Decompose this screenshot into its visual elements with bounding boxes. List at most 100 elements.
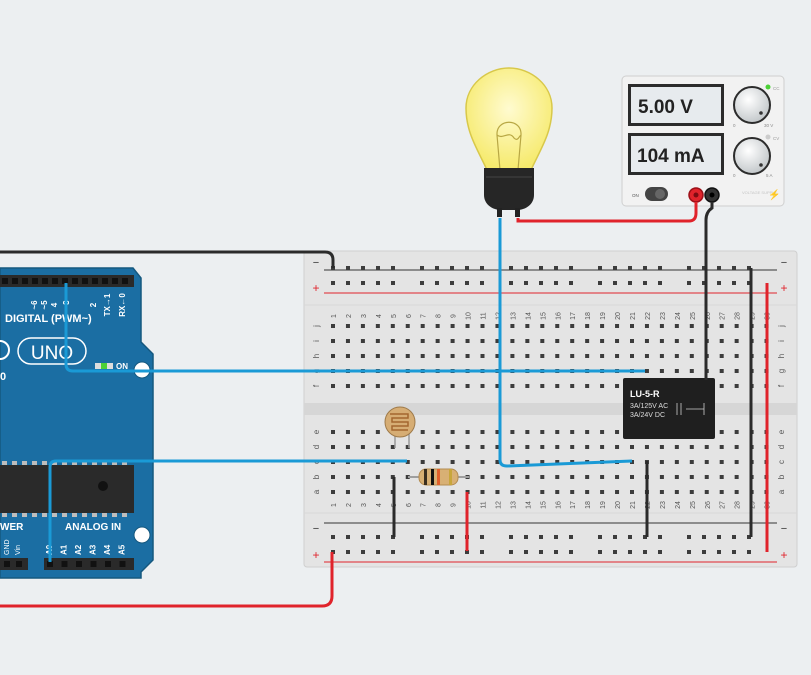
breadboard-hole[interactable] [598,550,602,554]
breadboard-hole[interactable] [390,384,395,388]
wire-red-bulb-supply[interactable] [516,202,698,223]
breadboard-hole[interactable] [510,445,515,449]
header-socket[interactable] [4,561,10,567]
header-socket[interactable] [76,561,82,567]
breadboard-hole[interactable] [719,339,724,343]
breadboard-hole[interactable] [420,460,425,464]
breadboard-hole[interactable] [644,324,649,328]
breadboard-hole[interactable] [702,281,706,285]
breadboard-hole[interactable] [659,339,664,343]
breadboard-hole[interactable] [525,445,530,449]
breadboard-hole[interactable] [331,430,335,434]
breadboard-hole[interactable] [613,266,617,270]
breadboard-hole[interactable] [465,550,469,554]
breadboard-hole[interactable] [643,535,647,539]
bottom-header-sockets[interactable] [4,561,126,567]
breadboard-hole[interactable] [687,535,691,539]
breadboard-hole[interactable] [539,550,543,554]
header-socket[interactable] [2,278,8,284]
breadboard-hole[interactable] [585,475,590,479]
breadboard-hole[interactable] [689,445,694,449]
breadboard-hole[interactable] [719,445,724,449]
photoresistor[interactable] [384,406,416,448]
breadboard-hole[interactable] [600,324,605,328]
breadboard-hole[interactable] [734,445,739,449]
breadboard-hole[interactable] [615,475,620,479]
breadboard-hole[interactable] [510,460,515,464]
breadboard-hole[interactable] [570,490,575,494]
breadboard-hole[interactable] [361,550,365,554]
breadboard-hole[interactable] [450,445,455,449]
breadboard-hole[interactable] [376,281,380,285]
breadboard-hole[interactable] [585,490,590,494]
breadboard-hole[interactable] [674,369,679,373]
breadboard-hole[interactable] [510,384,515,388]
breadboard-hole[interactable] [435,550,439,554]
breadboard-hole[interactable] [510,430,515,434]
breadboard-hole[interactable] [524,550,528,554]
breadboard-hole[interactable] [405,475,410,479]
breadboard-hole[interactable] [687,266,691,270]
breadboard-hole[interactable] [405,339,410,343]
breadboard-hole[interactable] [644,445,649,449]
breadboard-hole[interactable] [644,354,649,358]
breadboard-hole[interactable] [554,281,558,285]
breadboard-hole[interactable] [435,430,440,434]
breadboard-hole[interactable] [659,369,664,373]
header-socket[interactable] [62,278,68,284]
breadboard-hole[interactable] [495,460,500,464]
breadboard-hole[interactable] [570,430,575,434]
breadboard-hole[interactable] [390,354,395,358]
breadboard-hole[interactable] [510,324,515,328]
breadboard-hole[interactable] [405,384,410,388]
breadboard-hole[interactable] [659,324,664,328]
breadboard-hole[interactable] [420,324,425,328]
breadboard-hole[interactable] [658,550,662,554]
breadboard-hole[interactable] [615,430,620,434]
breadboard-hole[interactable] [495,475,500,479]
breadboard-hole[interactable] [674,475,679,479]
breadboard-hole[interactable] [630,490,634,494]
breadboard-hole[interactable] [689,369,694,373]
breadboard-hole[interactable] [539,535,543,539]
breadboard-hole[interactable] [540,445,545,449]
breadboard-hole[interactable] [345,445,350,449]
breadboard-hole[interactable] [734,490,739,494]
breadboard-hole[interactable] [465,354,470,358]
breadboard-hole[interactable] [524,266,528,270]
breadboard-hole[interactable] [554,266,558,270]
breadboard-hole[interactable] [569,550,573,554]
breadboard-hole[interactable] [360,475,365,479]
current-knob[interactable] [733,137,771,175]
wires[interactable] [0,202,769,608]
breadboard-hole[interactable] [540,475,545,479]
header-socket[interactable] [92,278,98,284]
breadboard-hole[interactable] [630,339,634,343]
breadboard-hole[interactable] [585,339,590,343]
breadboard-hole[interactable] [554,535,558,539]
breadboard-hole[interactable] [480,354,485,358]
header-socket[interactable] [47,561,53,567]
breadboard-hole[interactable] [525,460,530,464]
breadboard-hole[interactable] [747,535,751,539]
breadboard-hole[interactable] [465,266,469,270]
breadboard-hole[interactable] [555,430,560,434]
breadboard-hole[interactable] [450,550,454,554]
header-socket[interactable] [122,278,128,284]
breadboard-hole[interactable] [585,324,590,328]
breadboard-hole[interactable] [702,535,706,539]
breadboard-hole[interactable] [435,354,440,358]
breadboard-hole[interactable] [702,550,706,554]
breadboard-hole[interactable] [509,281,513,285]
breadboard-hole[interactable] [734,460,739,464]
breadboard-hole[interactable] [331,354,335,358]
breadboard-hole[interactable] [360,354,365,358]
breadboard-hole[interactable] [390,339,395,343]
breadboard-hole[interactable] [628,281,632,285]
breadboard-hole[interactable] [659,475,664,479]
breadboard-hole[interactable] [376,550,380,554]
breadboard-hole[interactable] [719,490,724,494]
breadboard-hole[interactable] [674,460,679,464]
breadboard-hole[interactable] [732,266,736,270]
